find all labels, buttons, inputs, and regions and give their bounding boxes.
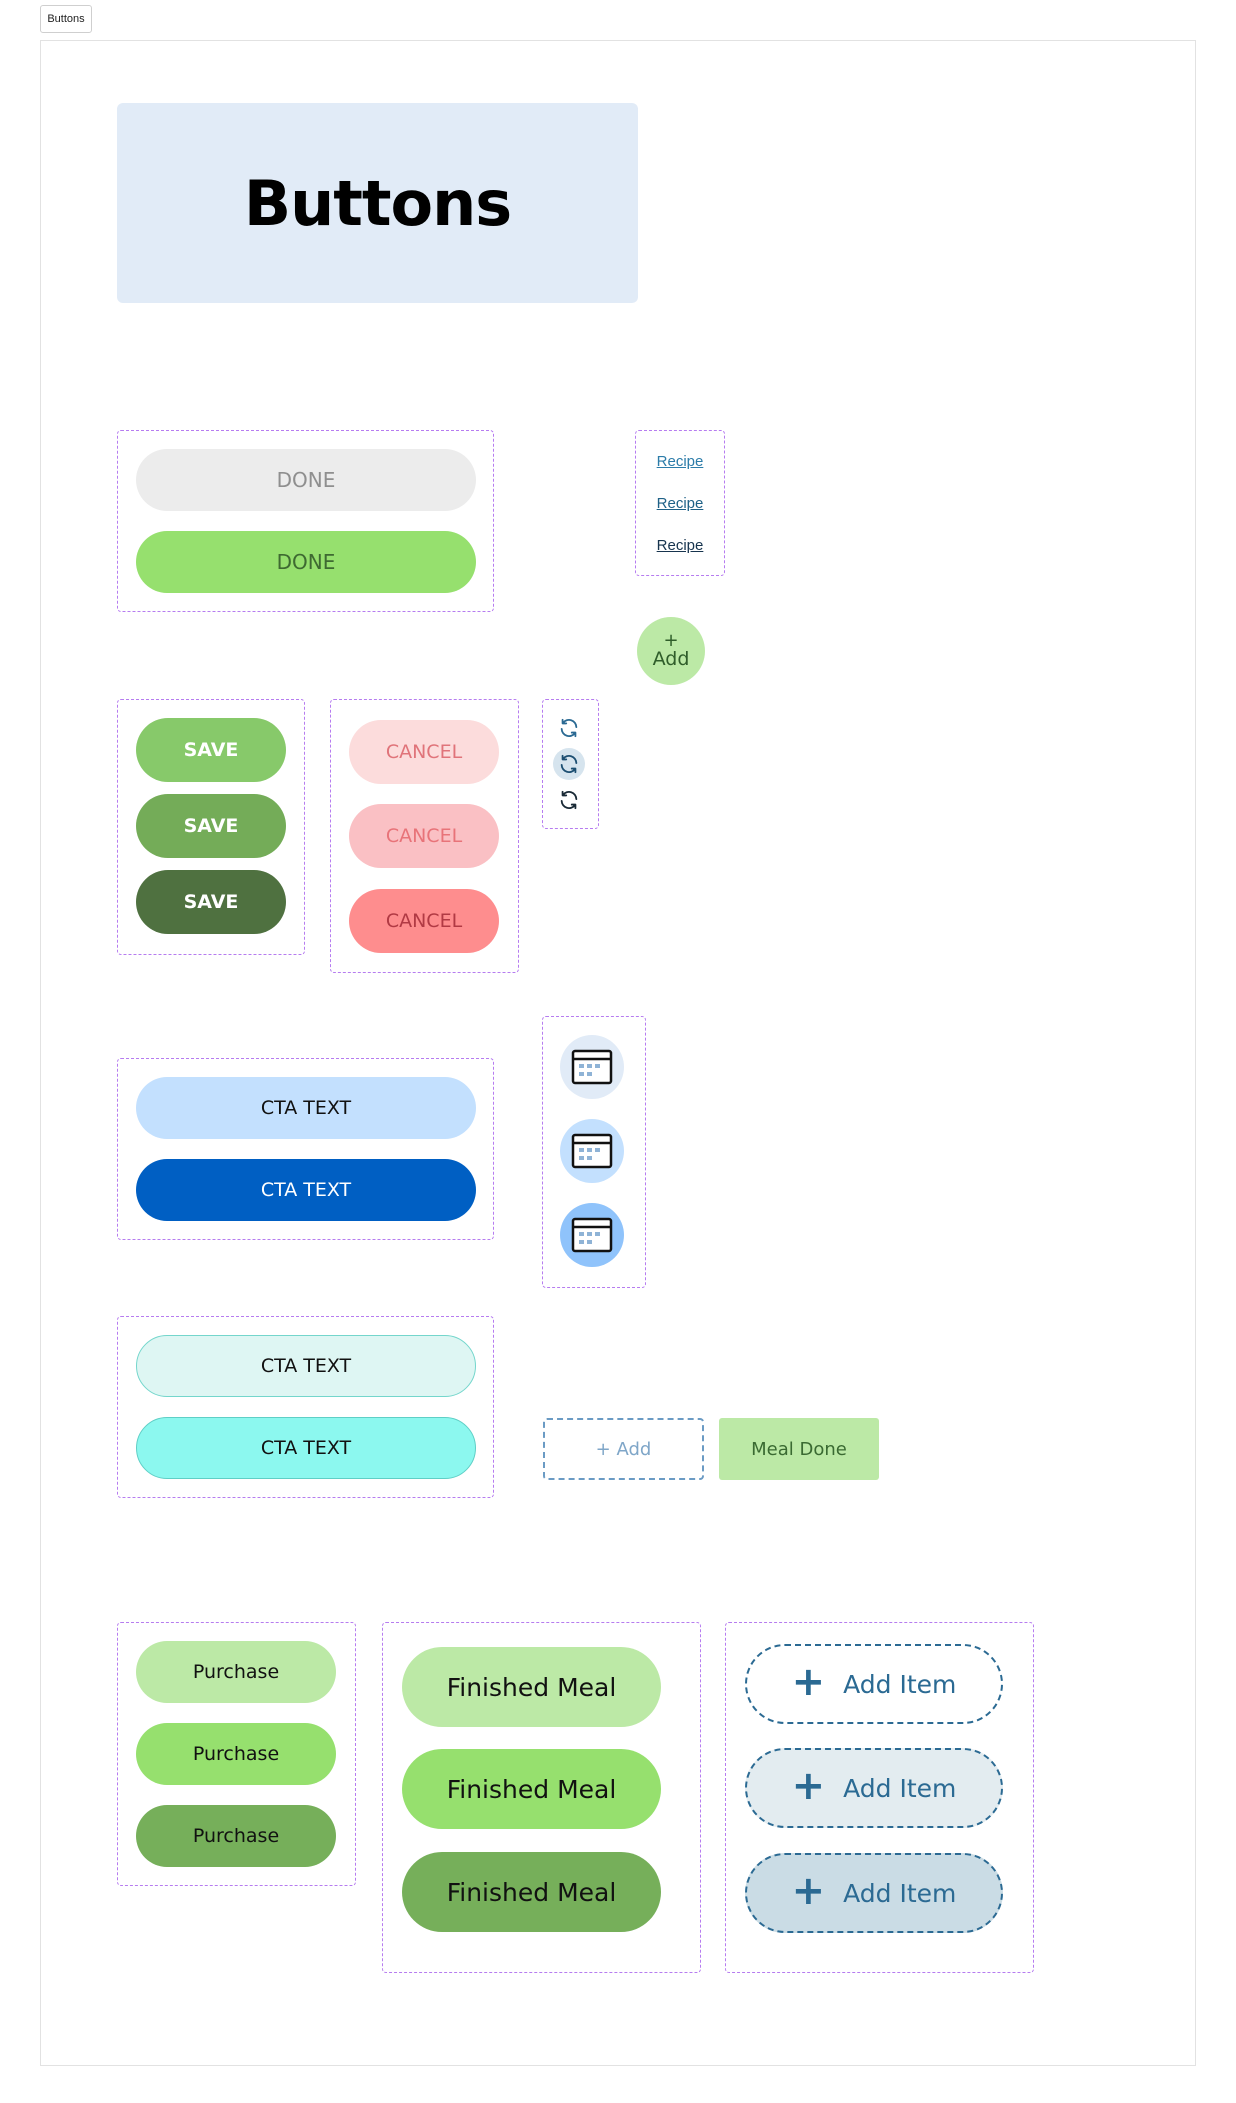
finished-meal-button[interactable]: Finished Meal: [402, 1647, 661, 1727]
add-dashed-button[interactable]: + Add: [543, 1418, 704, 1480]
purchase-button-hover[interactable]: Purchase: [136, 1723, 336, 1785]
cta-button-teal[interactable]: CTA TEXT: [136, 1417, 476, 1479]
recipe-link-group: Recipe Recipe Recipe: [635, 430, 725, 576]
add-item-label: Add Item: [843, 1878, 957, 1908]
sync-icon[interactable]: [553, 784, 585, 816]
page-title: Buttons: [243, 166, 512, 240]
hero-banner: Buttons: [117, 103, 638, 303]
add-item-button[interactable]: + Add Item: [745, 1644, 1003, 1724]
finished-meal-group: Finished Meal Finished Meal Finished Mea…: [382, 1622, 701, 1973]
add-item-label: Add Item: [843, 1773, 957, 1803]
save-button-pressed[interactable]: SAVE: [136, 870, 286, 934]
done-button-disabled[interactable]: DONE: [136, 449, 476, 511]
calendar-icon-group: [542, 1016, 646, 1288]
cta-button-primary[interactable]: CTA TEXT: [136, 1159, 476, 1221]
page-tab[interactable]: Buttons: [40, 5, 92, 33]
add-circle-button[interactable]: + Add: [637, 617, 705, 685]
cancel-button[interactable]: CANCEL: [349, 720, 499, 784]
purchase-button[interactable]: Purchase: [136, 1641, 336, 1703]
plus-icon: +: [663, 630, 679, 651]
meal-done-button[interactable]: Meal Done: [719, 1418, 879, 1480]
purchase-button-pressed[interactable]: Purchase: [136, 1805, 336, 1867]
plus-icon: +: [791, 1659, 826, 1705]
purchase-button-group: Purchase Purchase Purchase: [117, 1622, 356, 1886]
calendar-icon[interactable]: [560, 1035, 624, 1099]
calendar-icon[interactable]: [560, 1119, 624, 1183]
cta-button-teal-light[interactable]: CTA TEXT: [136, 1335, 476, 1397]
save-button-hover[interactable]: SAVE: [136, 794, 286, 858]
plus-icon: +: [791, 1868, 826, 1914]
cta-blue-group: CTA TEXT CTA TEXT: [117, 1058, 494, 1240]
done-button-group: DONE DONE: [117, 430, 494, 612]
add-item-group: + Add Item + Add Item + Add Item: [725, 1622, 1034, 1973]
finished-meal-button-pressed[interactable]: Finished Meal: [402, 1852, 661, 1932]
cancel-button-group: CANCEL CANCEL CANCEL: [330, 699, 519, 973]
recipe-link[interactable]: Recipe: [656, 495, 704, 512]
cta-button-light[interactable]: CTA TEXT: [136, 1077, 476, 1139]
save-button-group: SAVE SAVE SAVE: [117, 699, 305, 955]
calendar-icon[interactable]: [560, 1203, 624, 1267]
done-button[interactable]: DONE: [136, 531, 476, 593]
add-item-label: Add Item: [843, 1669, 957, 1699]
cta-teal-group: CTA TEXT CTA TEXT: [117, 1316, 494, 1498]
sync-icon[interactable]: [553, 712, 585, 744]
add-item-button-pressed[interactable]: + Add Item: [745, 1853, 1003, 1933]
finished-meal-button-hover[interactable]: Finished Meal: [402, 1749, 661, 1829]
add-item-button-hover[interactable]: + Add Item: [745, 1748, 1003, 1828]
sync-icon-group: [542, 699, 599, 829]
cancel-button-hover[interactable]: CANCEL: [349, 804, 499, 868]
cancel-button-pressed[interactable]: CANCEL: [349, 889, 499, 953]
add-circle-label: Add: [652, 648, 690, 670]
save-button[interactable]: SAVE: [136, 718, 286, 782]
recipe-link[interactable]: Recipe: [656, 537, 704, 554]
sync-icon[interactable]: [553, 748, 585, 780]
plus-icon: +: [791, 1763, 826, 1809]
recipe-link[interactable]: Recipe: [656, 453, 704, 470]
